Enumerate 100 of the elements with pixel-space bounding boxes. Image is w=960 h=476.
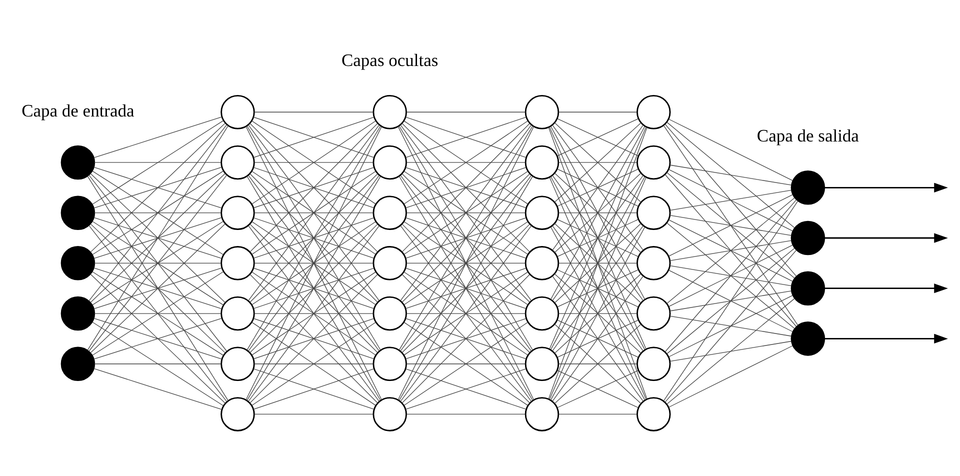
connector bbox=[88, 174, 228, 352]
node-circle bbox=[636, 145, 671, 180]
connector bbox=[670, 316, 792, 336]
node-circle bbox=[220, 296, 255, 331]
connector bbox=[668, 244, 794, 307]
node-circle bbox=[220, 196, 255, 230]
label: Capa de salida bbox=[756, 125, 859, 146]
connector bbox=[554, 223, 642, 304]
node-circle bbox=[524, 95, 560, 130]
connector bbox=[558, 212, 638, 214]
connector bbox=[254, 212, 374, 214]
connector bbox=[558, 162, 638, 163]
connector bbox=[254, 262, 374, 264]
connector bbox=[404, 272, 528, 356]
node-circle bbox=[790, 220, 826, 256]
node-circle bbox=[372, 397, 407, 432]
connector bbox=[558, 262, 638, 264]
connector bbox=[398, 176, 533, 401]
node-circle bbox=[220, 95, 255, 130]
connector bbox=[670, 240, 792, 261]
connector bbox=[94, 166, 222, 208]
connector bbox=[253, 268, 374, 309]
connector bbox=[92, 120, 224, 205]
connector bbox=[554, 172, 642, 253]
connector bbox=[548, 127, 648, 400]
connector bbox=[405, 318, 526, 360]
connector bbox=[92, 322, 224, 406]
connector bbox=[557, 269, 639, 308]
connector bbox=[552, 276, 644, 402]
connector bbox=[94, 368, 222, 410]
connector bbox=[248, 124, 380, 301]
connector bbox=[552, 124, 644, 251]
node-circle bbox=[636, 397, 671, 432]
connector bbox=[550, 226, 646, 400]
node-circle bbox=[790, 322, 826, 356]
connector bbox=[406, 313, 526, 314]
connector bbox=[94, 212, 222, 214]
connector bbox=[670, 215, 792, 236]
connector bbox=[663, 124, 798, 326]
connector bbox=[666, 122, 795, 228]
connector bbox=[668, 294, 794, 358]
connector bbox=[554, 122, 642, 202]
connector bbox=[252, 120, 376, 204]
connector bbox=[405, 268, 526, 309]
connector bbox=[94, 162, 222, 163]
connector bbox=[404, 120, 528, 204]
arrow bbox=[824, 233, 948, 243]
connector bbox=[402, 123, 530, 252]
connector bbox=[664, 250, 797, 402]
connector bbox=[664, 124, 797, 276]
node-circle bbox=[220, 246, 255, 280]
connector bbox=[92, 221, 224, 306]
connector bbox=[253, 167, 374, 208]
node-circle bbox=[372, 145, 407, 180]
connector bbox=[668, 169, 794, 232]
connector bbox=[253, 318, 374, 360]
connector bbox=[253, 116, 374, 158]
node-circle bbox=[790, 271, 826, 306]
connector bbox=[94, 318, 222, 360]
node-circle bbox=[372, 296, 407, 331]
arrow bbox=[824, 334, 948, 344]
connector bbox=[670, 190, 792, 211]
connector bbox=[663, 200, 798, 402]
connector bbox=[557, 320, 639, 358]
connector bbox=[250, 224, 378, 353]
connector bbox=[87, 176, 228, 401]
connector bbox=[554, 274, 642, 354]
connector bbox=[90, 173, 226, 303]
connector bbox=[406, 212, 526, 214]
connector bbox=[402, 274, 530, 404]
node-circle bbox=[524, 346, 560, 381]
node-circle bbox=[636, 95, 671, 130]
connector bbox=[400, 175, 532, 352]
connector bbox=[664, 200, 797, 352]
connector bbox=[92, 271, 224, 356]
connector bbox=[88, 225, 228, 402]
node-circle bbox=[524, 196, 560, 230]
connector bbox=[558, 414, 638, 415]
connector bbox=[254, 313, 374, 314]
connector bbox=[87, 125, 228, 351]
connector bbox=[92, 170, 224, 255]
node-circle bbox=[524, 145, 560, 180]
connector bbox=[254, 414, 374, 415]
arrow bbox=[824, 182, 948, 192]
connector bbox=[666, 222, 795, 329]
connector bbox=[406, 162, 526, 163]
connector bbox=[557, 118, 639, 156]
connector bbox=[558, 313, 638, 314]
node-circle bbox=[524, 397, 560, 432]
connector bbox=[405, 116, 526, 158]
connector bbox=[246, 176, 381, 401]
connector bbox=[552, 225, 644, 352]
connector bbox=[670, 164, 792, 186]
node-circle bbox=[636, 346, 671, 381]
connector bbox=[254, 162, 374, 163]
node-circle bbox=[220, 346, 255, 381]
node-circle bbox=[636, 296, 671, 331]
node-circle bbox=[60, 296, 96, 331]
connector bbox=[246, 126, 381, 350]
connector bbox=[549, 126, 646, 350]
